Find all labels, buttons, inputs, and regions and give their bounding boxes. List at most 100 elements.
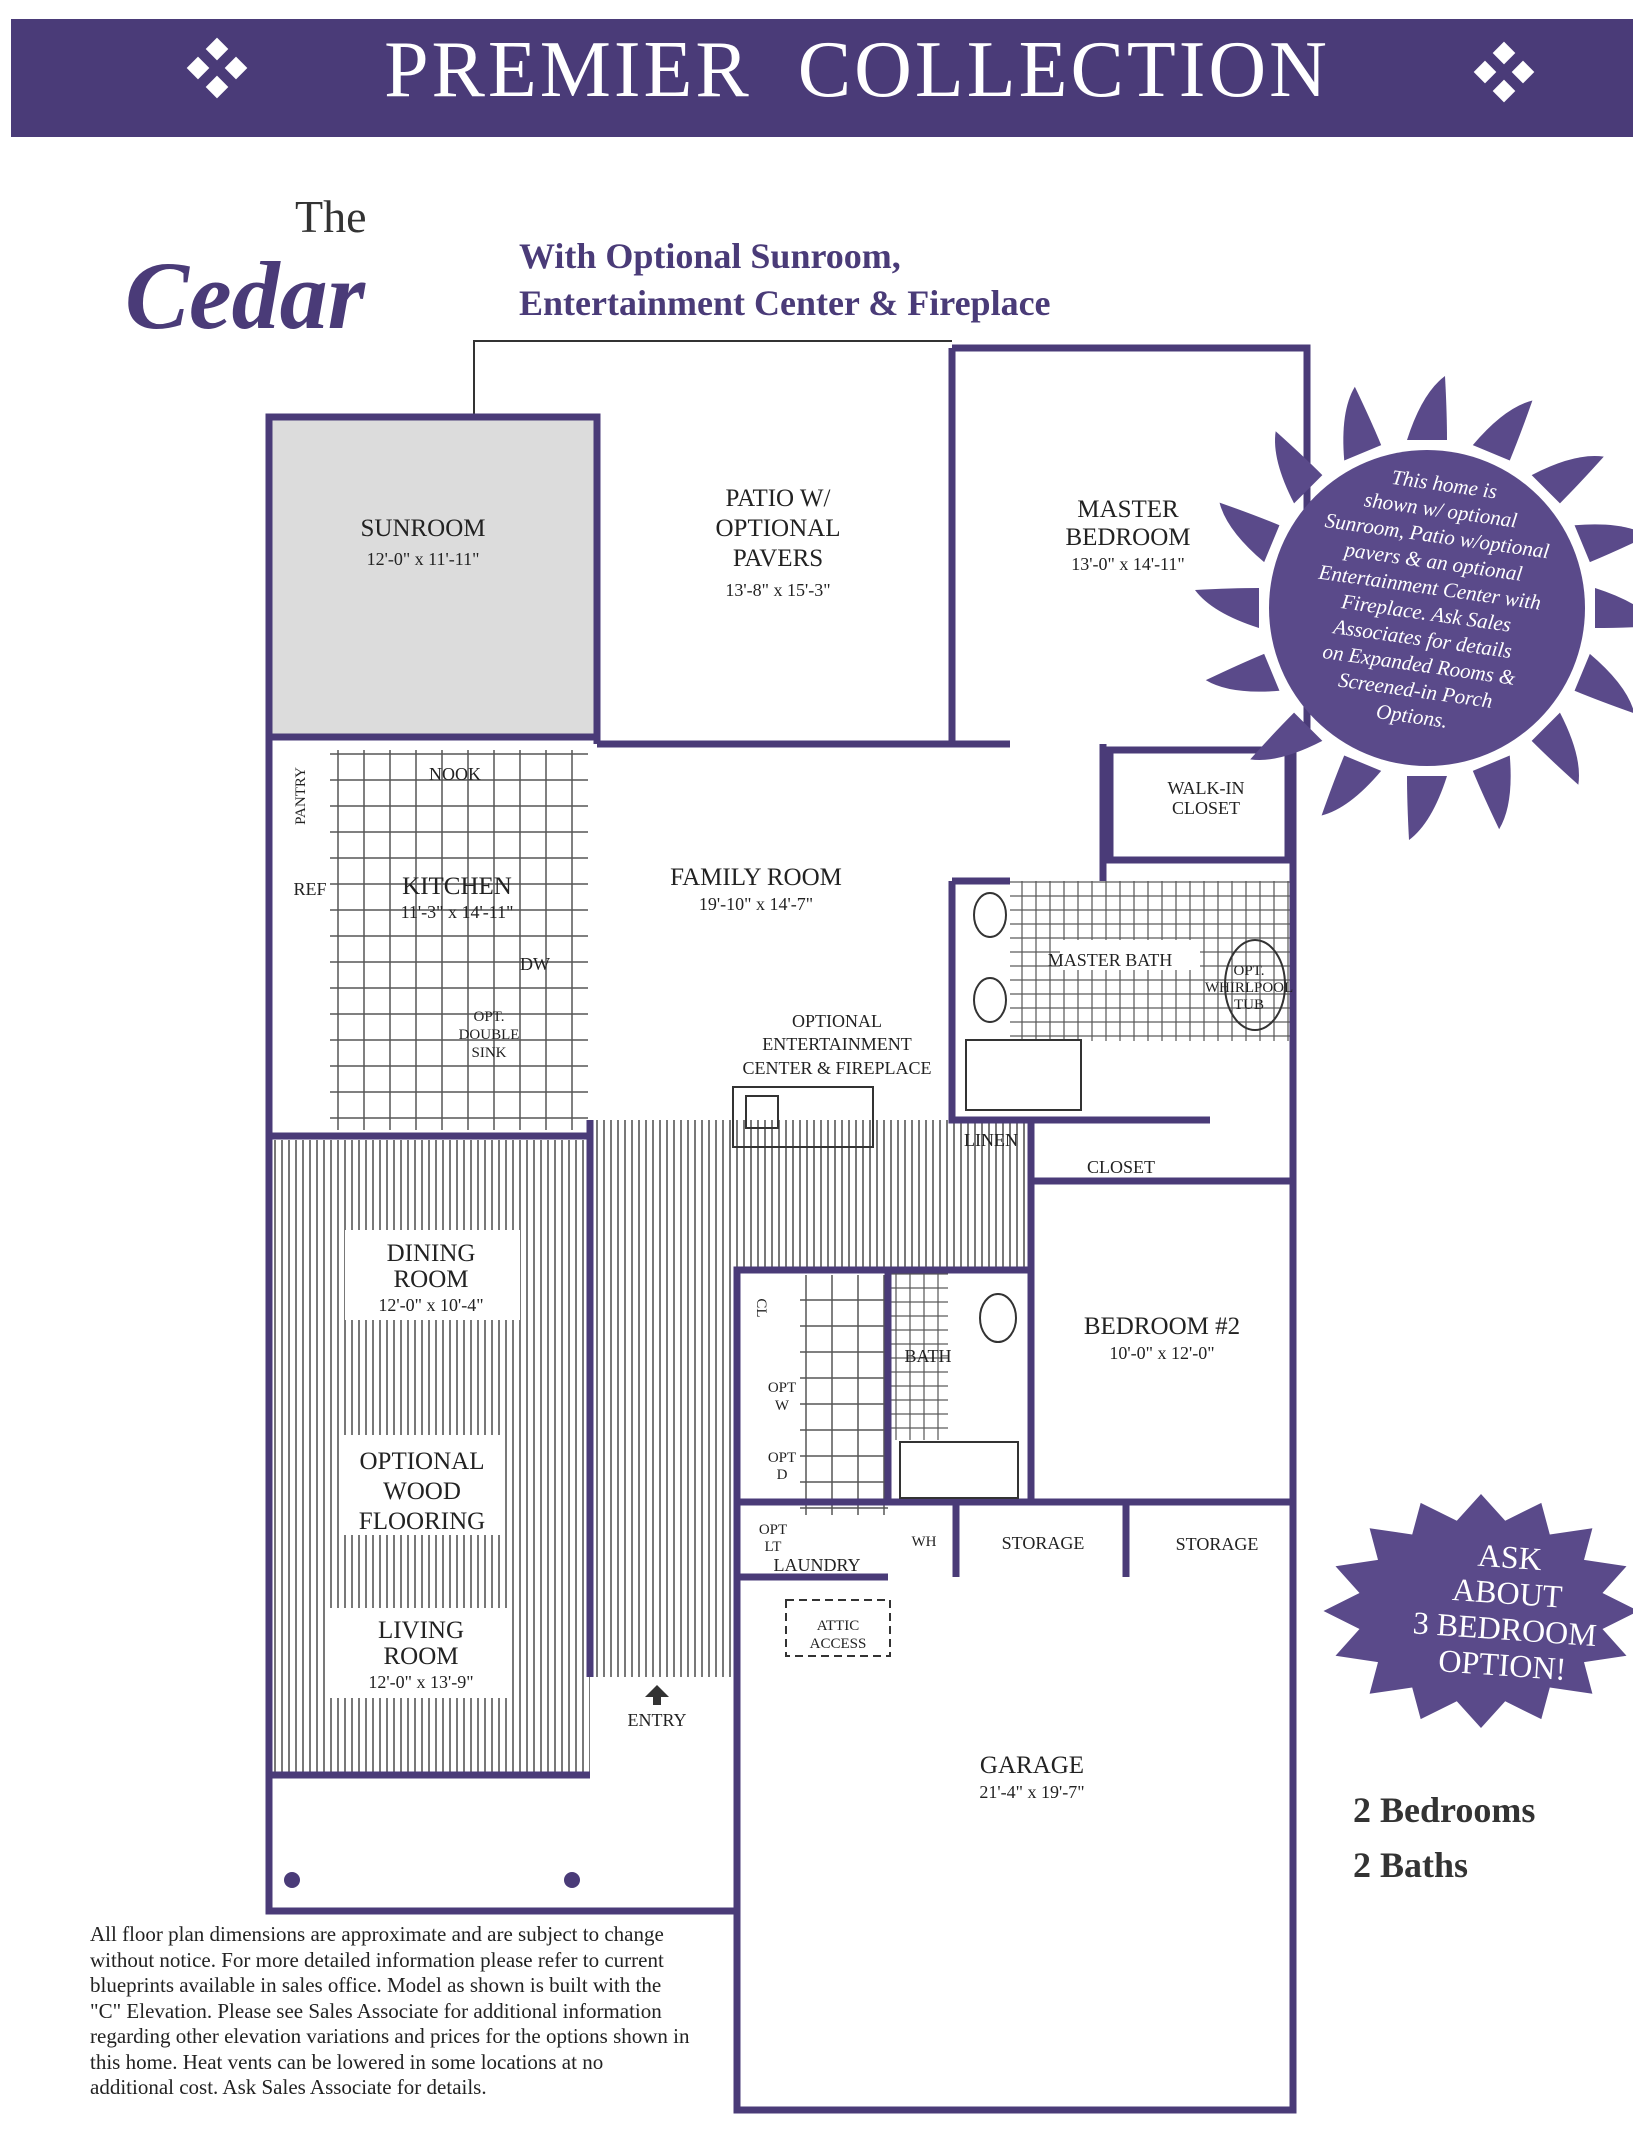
sun-ray [1321,755,1382,816]
sunroom-floor [272,420,594,737]
star-badge-line: ABOUT [1451,1571,1564,1615]
sun-ray [1275,431,1323,504]
header-title: PREMIER COLLECTION [384,26,1330,114]
room-living: LIVING ROOM 12'-0" x 13'-9" [368,1617,473,1692]
room-sunroom: SUNROOM 12'-0" x 11'-11" [360,515,485,569]
room-family-room: FAMILY ROOM 19'-10" x 14'-7" [670,864,842,914]
room-closet: CLOSET [1087,1157,1155,1177]
sun-ray [1574,653,1633,714]
model-name: Cedar [125,242,367,349]
svg-text:ROOM: ROOM [393,1266,468,1293]
star-badge-line: OPTION! [1437,1642,1567,1687]
coat-closet: CL [753,1298,769,1317]
bath-tile [888,1270,948,1440]
room-master-bath: MASTER BATH [1048,950,1173,970]
svg-text:OPT: OPT [759,1522,787,1538]
spec-baths: 2 Baths [1353,1845,1468,1885]
room-nook: NOOK [429,764,481,784]
svg-text:MASTER: MASTER [1077,496,1179,523]
svg-text:12'-0" x 11'-11": 12'-0" x 11'-11" [367,549,480,569]
svg-text:SUNROOM: SUNROOM [360,515,485,542]
svg-text:FAMILY ROOM: FAMILY ROOM [670,864,842,891]
svg-text:ATTIC: ATTIC [817,1618,860,1634]
svg-text:PAVERS: PAVERS [733,545,823,572]
svg-text:WALK-IN: WALK-IN [1168,778,1245,798]
model-prefix: The [295,191,367,242]
svg-text:OPTIONAL: OPTIONAL [792,1011,882,1031]
water-heater: WH [912,1534,937,1550]
fridge: REF [293,879,326,899]
svg-text:WOOD: WOOD [383,1478,461,1505]
svg-text:OPT.: OPT. [1234,963,1265,979]
sun-ray [1472,400,1533,461]
svg-text:TUB: TUB [1234,997,1264,1013]
svg-text:FLOORING: FLOORING [359,1508,485,1535]
room-patio: PATIO W/ OPTIONAL PAVERS 13'-8" x 15'-3" [716,485,841,600]
svg-text:DINING: DINING [387,1240,476,1267]
svg-text:KITCHEN: KITCHEN [402,873,512,900]
sun-ray [1407,376,1447,440]
room-garage: GARAGE 21'-4" x 19'-7" [979,1752,1084,1802]
svg-text:ACCESS: ACCESS [810,1636,867,1652]
star-badge-line: ASK [1477,1537,1543,1577]
svg-text:CLOSET: CLOSET [1172,798,1240,818]
entry-hall-flooring [590,1120,737,1677]
sun-ray [1472,755,1511,830]
svg-text:WHIRLPOOL: WHIRLPOOL [1205,980,1293,996]
svg-text:13'-0" x 14'-11": 13'-0" x 14'-11" [1071,554,1185,574]
svg-text:OPT: OPT [768,1450,796,1466]
sun-ray [1531,456,1604,504]
wood-flooring-label: OPTIONAL WOOD FLOORING [359,1448,485,1535]
entertainment-center: OPTIONAL ENTERTAINMENT CENTER & FIREPLAC… [742,1011,931,1078]
svg-text:13'-8" x 15'-3": 13'-8" x 15'-3" [725,580,830,600]
svg-text:D: D [777,1467,788,1483]
subtitle-line1: With Optional Sunroom, [519,236,901,276]
room-master-bedroom: MASTER BEDROOM 13'-0" x 14'-11" [1065,496,1190,574]
entry-arrow-icon [645,1685,669,1705]
svg-text:19'-10" x 14'-7": 19'-10" x 14'-7" [699,894,813,914]
svg-text:SINK: SINK [471,1045,506,1061]
disclaimer-text: All floor plan dimensions are approximat… [90,1922,690,2099]
svg-text:ENTERTAINMENT: ENTERTAINMENT [762,1034,911,1054]
svg-text:GARAGE: GARAGE [980,1752,1084,1779]
washer: OPT W [768,1380,796,1414]
svg-text:PATIO W/: PATIO W/ [726,485,831,512]
svg-text:DOUBLE: DOUBLE [459,1027,520,1043]
whirlpool-tub: OPT. WHIRLPOOL TUB [1205,963,1293,1013]
room-storage-2: STORAGE [1176,1534,1259,1554]
svg-text:OPTIONAL: OPTIONAL [716,515,841,542]
sun-ray [1250,712,1323,760]
room-kitchen: KITCHEN 11'-3" x 14'-11" [401,873,514,922]
laundry-tile [800,1275,888,1515]
attic-access: ATTIC ACCESS [810,1618,867,1652]
sun-ray [1574,524,1633,563]
sun-ray [1407,776,1447,840]
svg-text:OPT: OPT [768,1380,796,1396]
svg-text:BEDROOM: BEDROOM [1065,524,1190,551]
svg-text:10'-0" x 12'-0": 10'-0" x 12'-0" [1109,1343,1214,1363]
svg-text:LT: LT [765,1539,782,1555]
dishwasher: DW [520,954,550,974]
room-storage-1: STORAGE [1002,1533,1085,1553]
sun-ray [1343,386,1382,461]
svg-text:11'-3" x 14'-11": 11'-3" x 14'-11" [401,902,514,922]
room-laundry: LAUNDRY [773,1555,860,1575]
svg-text:W: W [775,1398,790,1414]
svg-text:CENTER & FIREPLACE: CENTER & FIREPLACE [742,1058,931,1078]
entry-label: ENTRY [627,1710,686,1730]
room-linen: LINEN [964,1130,1018,1150]
svg-text:12'-0" x 13'-9": 12'-0" x 13'-9" [368,1672,473,1692]
spec-bedrooms: 2 Bedrooms [1353,1790,1535,1830]
hall-flooring [737,1120,1031,1270]
svg-text:OPTIONAL: OPTIONAL [360,1448,485,1475]
sun-ray [1205,653,1280,692]
double-sink: OPT. DOUBLE SINK [459,1009,520,1061]
svg-text:ROOM: ROOM [383,1643,458,1670]
kitchen-tile [330,750,588,1130]
room-dining: DINING ROOM 12'-0" x 10'-4" [378,1240,483,1315]
sun-ray [1531,712,1579,785]
svg-text:OPT.: OPT. [474,1009,505,1025]
